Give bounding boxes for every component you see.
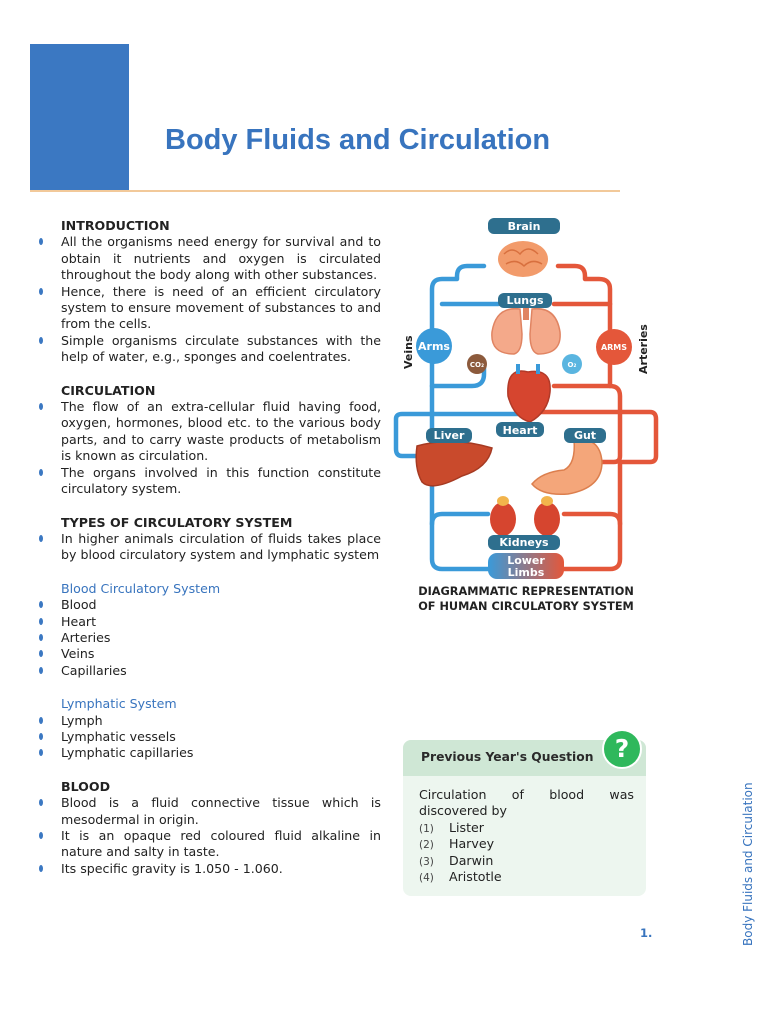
list-item: Capillaries: [36, 663, 381, 679]
option-text: Darwin: [449, 852, 494, 868]
caption-line-2: OF HUMAN CIRCULATORY SYSTEM: [418, 599, 634, 613]
pyq-body: Circulation of blood was discovered by (…: [419, 787, 634, 885]
artery-path: [561, 459, 623, 572]
list-item: Lymph: [36, 713, 381, 729]
artery-path: [551, 383, 623, 465]
page-number: 1.: [640, 926, 653, 940]
list-item: All the organisms need energy for surviv…: [36, 234, 381, 283]
page-title: Body Fluids and Circulation: [165, 124, 551, 156]
kidneys-tag: [488, 535, 560, 550]
arms-vein-circle: [416, 328, 452, 364]
types-list: In higher animals circulation of fluids …: [36, 531, 381, 564]
types-heading: TYPES OF CIRCULATORY SYSTEM: [61, 514, 293, 530]
previous-year-question-box: Previous Year's Question ? Circulation o…: [403, 729, 646, 896]
option-number: (1): [419, 822, 434, 835]
gut-tag: [564, 428, 606, 443]
pyq-option: (3) Darwin: [419, 853, 634, 869]
list-item: Hence, there is need of an efficient cir…: [36, 284, 381, 333]
lymphatic-heading: Lymphatic System: [61, 696, 177, 712]
stomach-icon: [531, 438, 603, 496]
lungs-label: Lungs: [506, 294, 544, 307]
pyq-option: (1) Lister: [419, 820, 634, 836]
kidneys-label: Kidneys: [499, 536, 549, 549]
list-item: The flow of an extra-cellular fluid havi…: [36, 399, 381, 465]
vein-path: [429, 361, 487, 389]
list-item: Simple organisms circulate substances wi…: [36, 333, 381, 366]
list-item: The organs involved in this function con…: [36, 465, 381, 498]
list-item: Lymphatic vessels: [36, 729, 381, 745]
pyq-question-line-1: Circulation of blood was: [419, 787, 634, 802]
artery-path: [535, 389, 659, 465]
o2-label: O₂: [567, 361, 576, 369]
blood-heading: BLOOD: [61, 778, 111, 794]
artery-path: [561, 511, 623, 527]
lymphatic-list: Lymph Lymphatic vessels Lymphatic capill…: [36, 713, 381, 762]
diagram-caption: DIAGRAMMATIC REPRESENTATION OF HUMAN CIR…: [392, 585, 660, 614]
lungs-tag: [498, 293, 552, 308]
option-number: (2): [419, 839, 434, 852]
co2-circle: [467, 354, 487, 374]
circulatory-system-diagram: CO₂ O₂ Arms ARMS Veins Arteries Brain Lu…: [393, 218, 659, 579]
title-underline: [30, 190, 620, 192]
arms-right-label: ARMS: [601, 343, 627, 352]
artery-path: [555, 263, 613, 389]
arms-left-label: Arms: [418, 340, 450, 353]
lower-limbs-label-line1: Lower: [507, 554, 545, 567]
option-text: Aristotle: [449, 869, 502, 885]
blood-circulatory-heading: Blood Circulatory System: [61, 580, 221, 596]
list-item: Heart: [36, 614, 381, 630]
brain-label: Brain: [508, 220, 541, 233]
list-item: Its specific gravity is 1.050 - 1.060.: [36, 861, 381, 877]
brain-icon: [498, 241, 548, 277]
vein-path: [429, 511, 491, 527]
circulation-list: The flow of an extra-cellular fluid havi…: [36, 399, 381, 497]
veins-label: Veins: [402, 335, 415, 369]
list-item: Blood: [36, 597, 381, 613]
liver-label: Liver: [434, 429, 465, 442]
o2-circle: [562, 354, 582, 374]
lungs-icon: [491, 302, 561, 355]
pyq-question-line-2: discovered by: [419, 803, 507, 819]
option-text: Harvey: [449, 836, 495, 852]
liver-tag: [426, 428, 472, 443]
list-item: It is an opaque red coloured fluid alkal…: [36, 828, 381, 861]
caption-line-1: DIAGRAMMATIC REPRESENTATION: [418, 585, 634, 598]
lower-limbs-tag: [488, 553, 564, 579]
option-text: Lister: [449, 819, 484, 835]
blood-circulatory-list: Blood Heart Arteries Veins Capillaries: [36, 597, 381, 679]
co2-label: CO₂: [470, 361, 484, 369]
liver-icon: [415, 440, 493, 487]
list-item: Lymphatic capillaries: [36, 745, 381, 761]
list-item: Veins: [36, 646, 381, 662]
option-number: (3): [419, 855, 434, 868]
gut-label: Gut: [574, 429, 596, 442]
option-number: (4): [419, 872, 434, 885]
list-item: Arteries: [36, 630, 381, 646]
introduction-heading: INTRODUCTION: [61, 218, 170, 233]
introduction-list: All the organisms need energy for surviv…: [36, 234, 381, 365]
pyq-question: Circulation of blood was discovered by: [419, 787, 634, 820]
pyq-option: (2) Harvey: [419, 836, 634, 852]
question-mark-icon: ?: [602, 729, 642, 769]
main-text-column: INTRODUCTION All the organisms need ener…: [36, 218, 381, 877]
list-item: In higher animals circulation of fluids …: [36, 531, 381, 564]
lower-limbs-label-line2: Limbs: [508, 566, 545, 579]
header-accent-block: [30, 44, 129, 190]
arteries-label: Arteries: [637, 324, 650, 374]
heart-label: Heart: [503, 424, 538, 437]
list-item: Blood is a fluid connective tissue which…: [36, 795, 381, 828]
circulation-heading: CIRCULATION: [61, 382, 156, 398]
chapter-side-label: Body Fluids and Circulation: [741, 782, 755, 946]
kidneys-icon: [490, 496, 560, 536]
pyq-title: Previous Year's Question: [421, 750, 594, 764]
brain-tag: [488, 218, 560, 234]
blood-list: Blood is a fluid connective tissue which…: [36, 795, 381, 877]
pyq-option: (4) Aristotle: [419, 869, 634, 885]
vein-path: [429, 456, 491, 572]
heart-tag: [496, 422, 544, 437]
arms-artery-circle: [596, 329, 632, 365]
